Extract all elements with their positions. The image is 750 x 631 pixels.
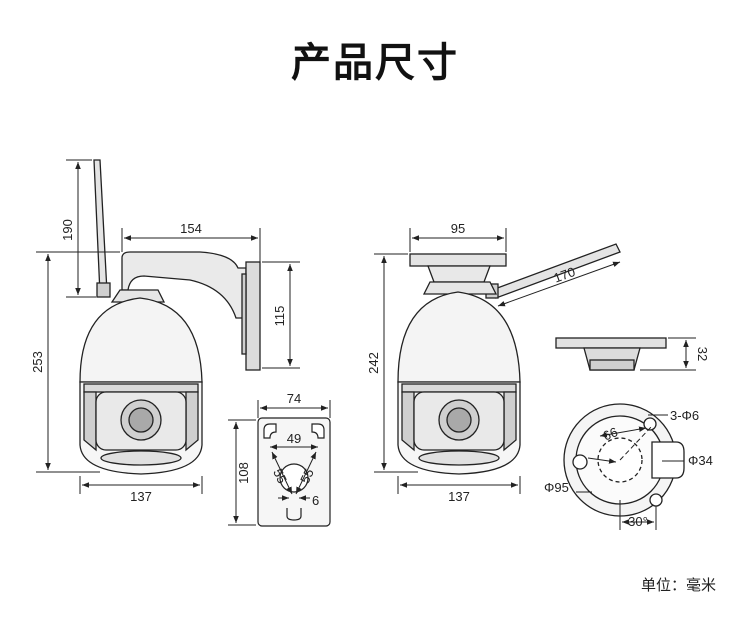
dim-total-height-right: 242 [366,352,381,374]
antenna [93,159,108,295]
camera-side-view [79,159,261,475]
base-bottom-view [563,403,685,517]
ceiling-plate [409,253,507,267]
dim-wall-plate-height: 115 [272,306,287,327]
dim-mount-holes: 3-Φ6 [670,408,699,423]
camera-dome [79,297,203,383]
dim-plate-height: 108 [236,462,251,484]
page-title: 产品尺寸 [291,40,459,86]
dim-width-left: 137 [130,489,152,504]
unit-label: 单位：毫米 [640,576,716,594]
dim-angle: 30° [628,514,648,529]
dim-plate-hole-spacing: 49 [287,431,301,446]
dim-antenna-height: 190 [60,219,75,241]
dim-top-width: 95 [451,221,465,236]
dim-plate-diag-left: 55 [270,466,290,486]
dim-plate-hole: 6 [312,493,319,508]
wall-plate [245,261,261,371]
dim-pcd: 66 [601,424,620,443]
dim-total-height-left: 253 [30,351,45,373]
dim-arm-length: 154 [180,221,202,236]
dim-plate-diag-right: 55 [297,466,317,486]
dim-base-height: 32 [695,347,710,361]
dim-plate-width: 74 [287,391,301,406]
base-side-view [555,337,667,371]
dim-center-hole: Φ34 [688,453,713,468]
dim-antenna-length: 170 [552,264,578,286]
dim-width-right: 137 [448,489,470,504]
dim-base-diameter: Φ95 [544,480,569,495]
wall-arm [121,251,247,319]
